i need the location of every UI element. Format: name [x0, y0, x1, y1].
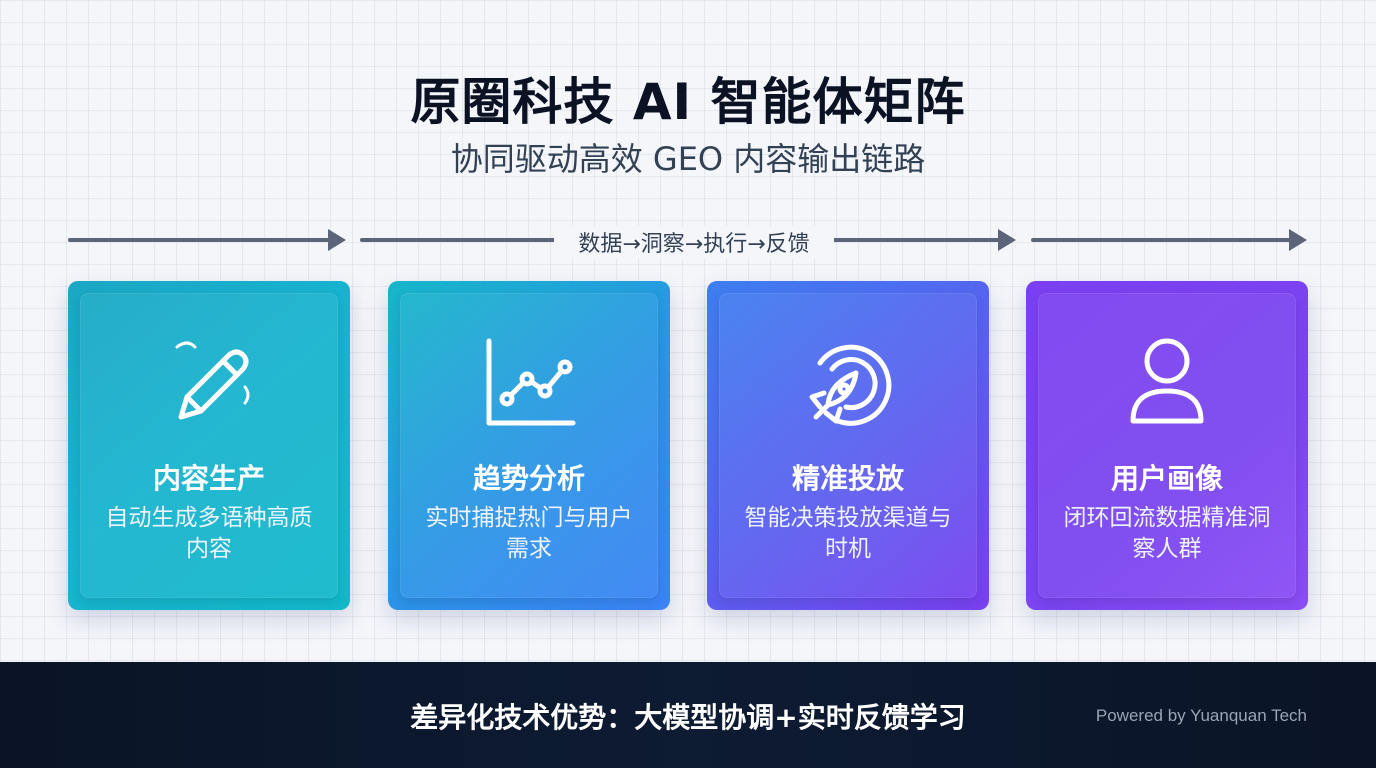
footer-tagline: 差异化技术优势：大模型协调+实时反馈学习 — [410, 701, 966, 734]
flow-arrow-1 — [68, 229, 346, 251]
flow-label: 数据→洞察→执行→反馈 — [554, 226, 834, 258]
pencil-icon — [175, 341, 250, 420]
card-inner — [80, 293, 338, 598]
page-subtitle: 协同驱动高效 GEO 内容输出链路 — [450, 140, 926, 178]
card-inner — [400, 293, 658, 598]
user-icon — [1130, 338, 1204, 424]
card-description: 自动生成多语种高质内容 — [105, 505, 313, 562]
card-title: 用户画像 — [1110, 462, 1223, 495]
card-title: 趋势分析 — [472, 462, 585, 495]
card-trend-analysis: 趋势分析 实时捕捉热门与用户需求 — [388, 281, 670, 610]
card-description: 闭环回流数据精准洞察人群 — [1063, 505, 1271, 562]
card-inner — [719, 293, 977, 598]
card-user-profile: 用户画像 闭环回流数据精准洞察人群 — [1026, 281, 1308, 610]
card-description: 智能决策投放渠道与时机 — [744, 505, 952, 562]
rocket-target-icon — [809, 344, 892, 426]
footer-bar: 差异化技术优势：大模型协调+实时反馈学习 Powered by Yuanquan… — [0, 662, 1376, 768]
flow-arrows: 数据→洞察→执行→反馈 — [68, 224, 1308, 258]
card-description: 实时捕捉热门与用户需求 — [425, 505, 633, 562]
card-title: 内容生产 — [152, 462, 265, 495]
card-inner — [1038, 293, 1296, 598]
footer-credit: Powered by Yuanquan Tech — [1095, 706, 1307, 725]
card-content-production: 内容生产 自动生成多语种高质内容 — [68, 281, 350, 610]
line-chart-icon — [486, 338, 576, 426]
flow-arrow-3 — [1031, 229, 1307, 251]
card-title: 精准投放 — [791, 462, 904, 495]
page-title: 原圈科技 AI 智能体矩阵 — [410, 73, 966, 131]
card-precise-delivery: 精准投放 智能决策投放渠道与时机 — [707, 281, 989, 610]
